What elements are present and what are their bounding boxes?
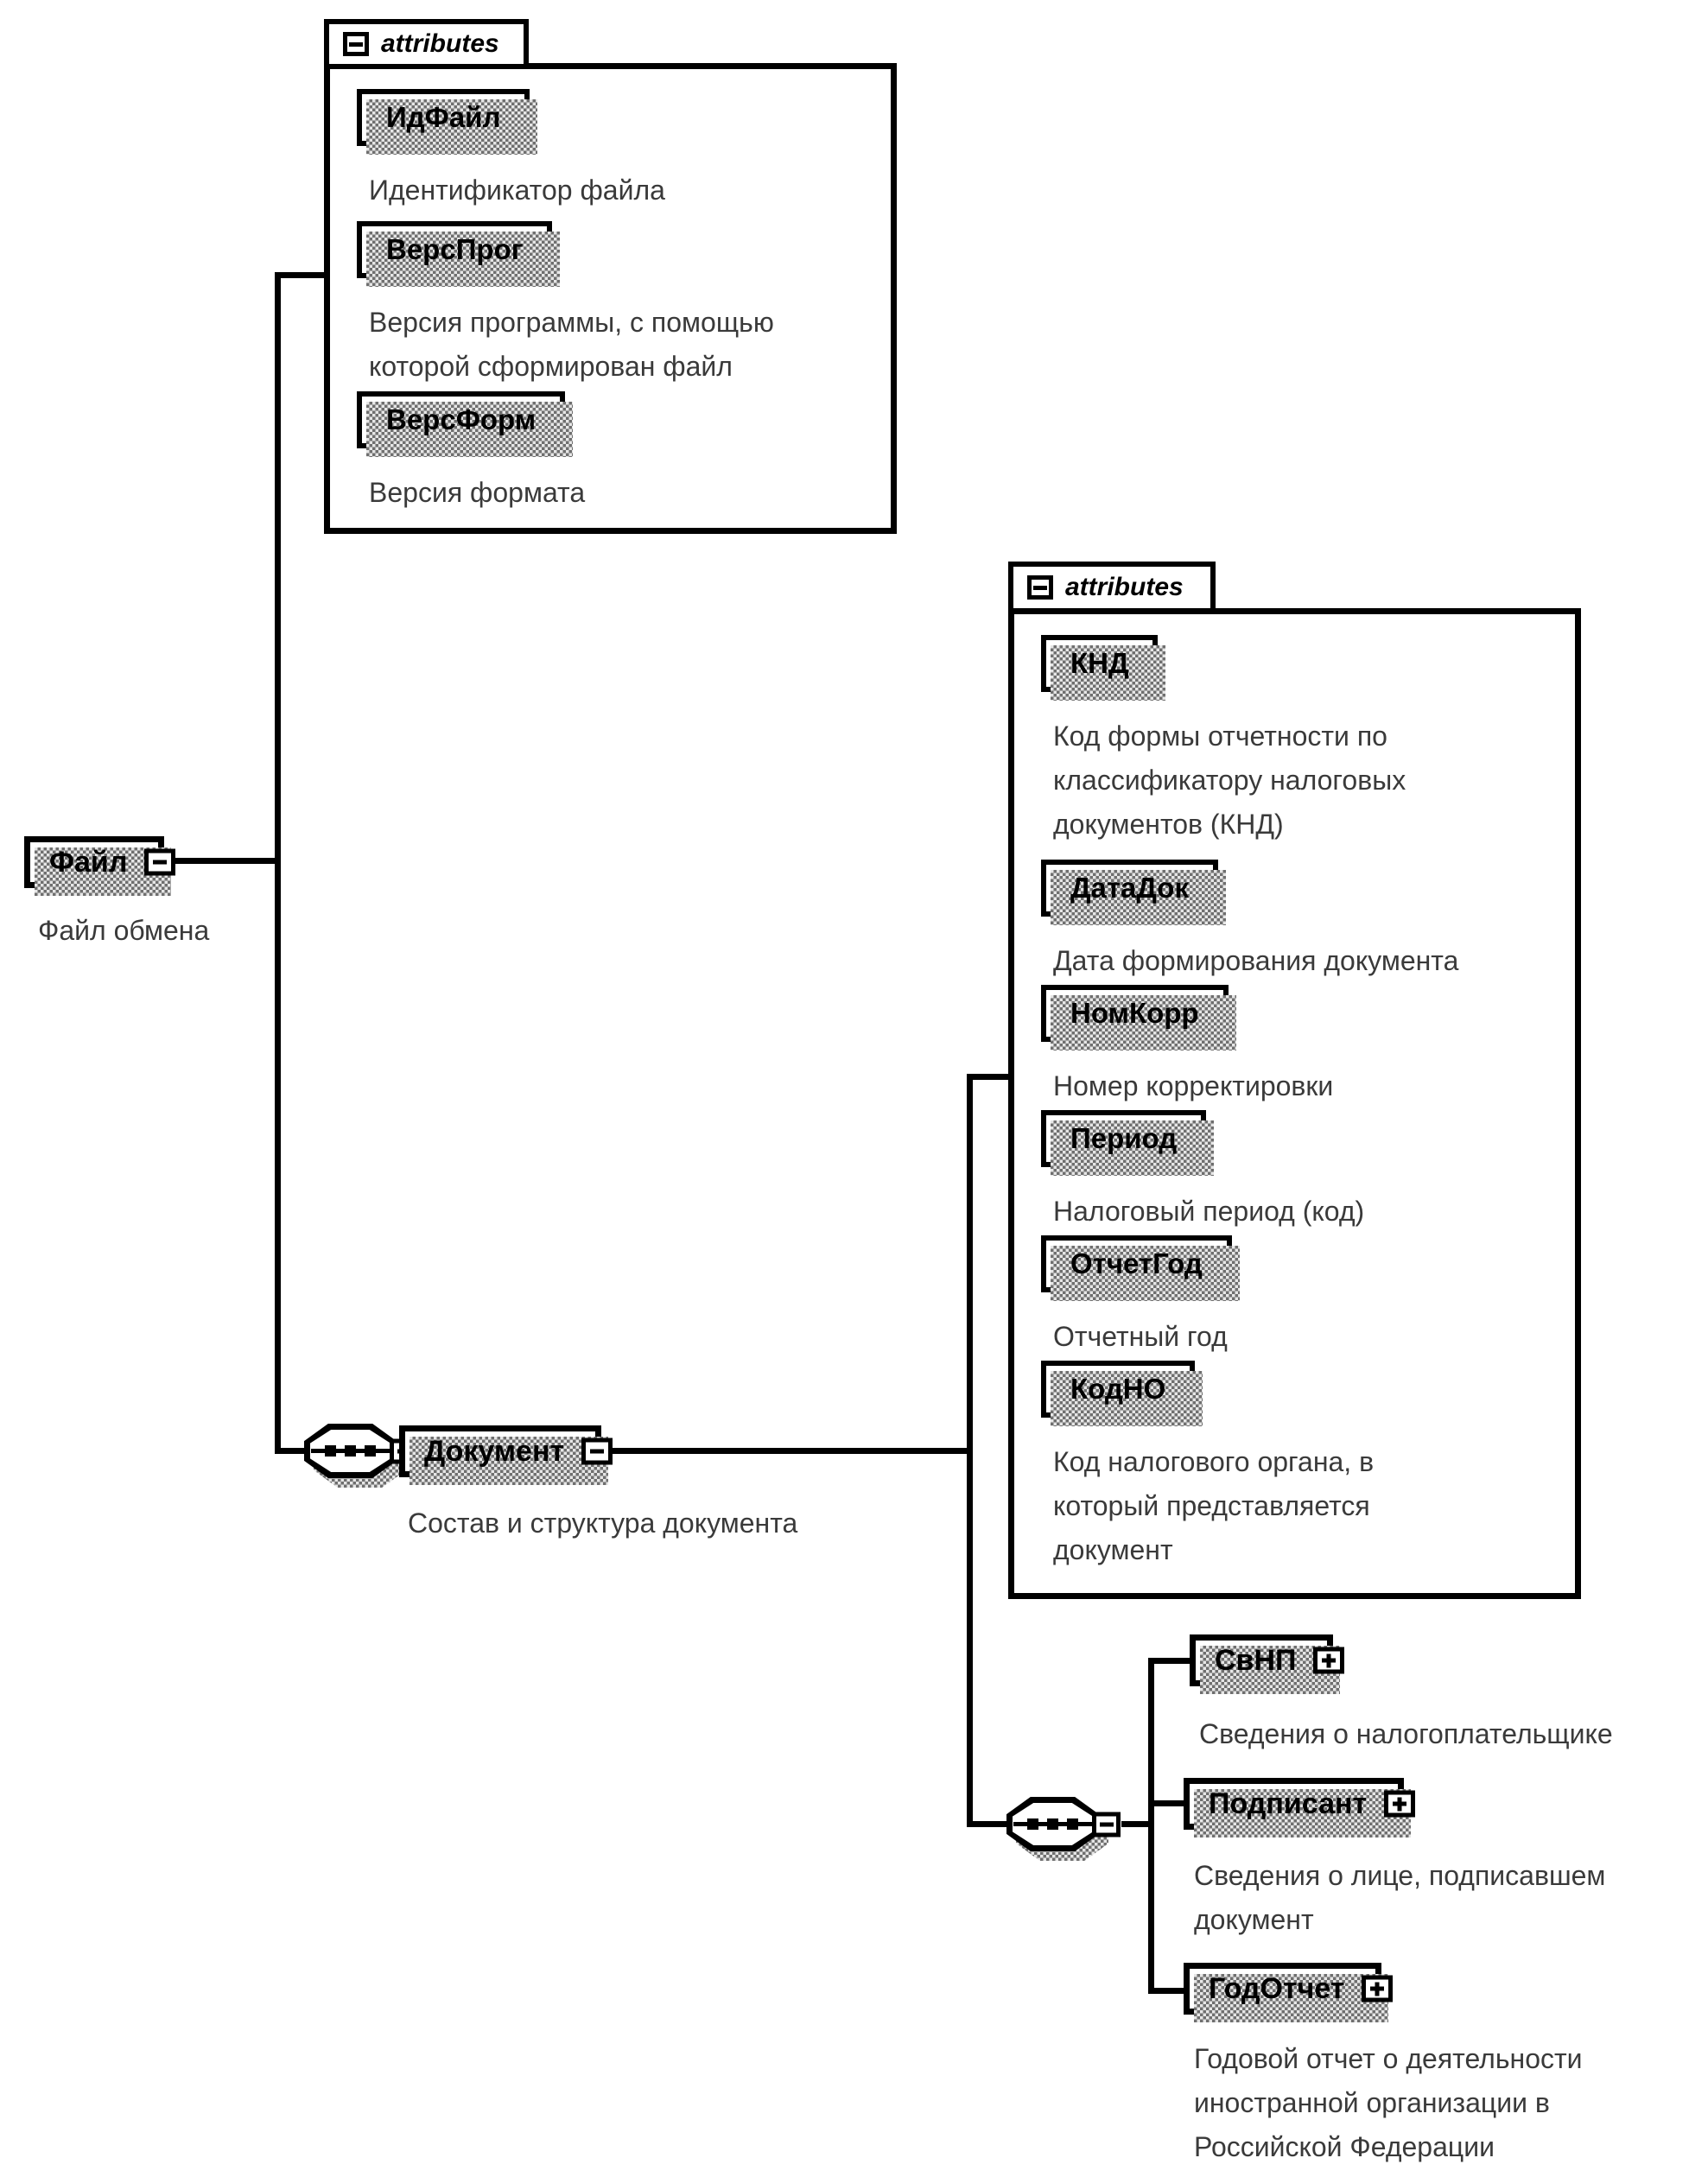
element-podpisant-desc: Сведения о лице, подписавшем документ [1194,1860,1606,1935]
connector-line [1121,1821,1154,1827]
collapse-icon[interactable] [1092,1812,1121,1837]
connector-line [1148,1988,1187,1994]
document-attributes-box [1008,608,1581,1599]
expand-icon[interactable] [1362,1975,1394,2002]
attribute-nomkorr: НомКорр Номер корректировки [1041,985,1333,1108]
element-file[interactable]: Файл [24,836,176,896]
attribute-nomkorr-box[interactable]: НомКорр [1041,985,1236,1050]
expand-icon[interactable] [1384,1790,1416,1818]
attribute-period-box[interactable]: Период [1041,1110,1215,1176]
connector-line [967,1821,1012,1827]
attribute-knd-desc: Код формы отчетности по классификатору н… [1053,720,1406,840]
document-attributes-tab[interactable]: attributes [1008,562,1216,613]
connector-line [1148,1800,1187,1806]
sequence-icon [1006,1797,1099,1851]
attribute-versform: ВерсФорм Версия формата [357,391,585,515]
attribute-otchetgod: ОтчетГод Отчетный год [1041,1235,1240,1359]
connector-line [967,1074,1013,1080]
element-podpisant-label: Подписант [1209,1787,1368,1820]
element-svnp[interactable]: СвНП [1190,1634,1345,1694]
attribute-idfile-box[interactable]: ИдФайл [357,89,538,155]
attributes-tab-label: attributes [1065,573,1184,601]
element-podpisant[interactable]: Подписант [1184,1778,1416,1837]
sequence-compositor[interactable] [304,1424,418,1488]
attribute-kodno: КодНО Код налогового органа, в который п… [1041,1361,1374,1572]
collapse-icon[interactable] [144,848,176,876]
attribute-versprog-box[interactable]: ВерсПрог [357,221,561,287]
element-file-label: Файл [49,845,128,879]
attribute-datadok-desc: Дата формирования документа [1053,945,1459,976]
attribute-versform-box[interactable]: ВерсФорм [357,391,574,457]
attribute-kodno-box[interactable]: КодНО [1041,1361,1203,1426]
element-godotchet[interactable]: ГодОтчет [1184,1963,1394,2022]
attribute-knd-box[interactable]: КНД [1041,635,1167,701]
element-svnp-label: СвНП [1215,1643,1297,1677]
attribute-period-desc: Налоговый период (код) [1053,1196,1365,1227]
connector-line [275,272,328,278]
connector-line [1148,1658,1193,1664]
attribute-kodno-desc: Код налогового органа, в который предста… [1053,1446,1375,1565]
attribute-datadok-box[interactable]: ДатаДок [1041,860,1226,925]
attribute-idfile: ИдФайл Идентификатор файла [357,89,665,213]
sequence-compositor[interactable] [1006,1797,1121,1861]
attribute-nomkorr-desc: Номер корректировки [1053,1070,1334,1101]
expand-icon[interactable] [1313,1647,1345,1674]
connector-line [173,858,281,864]
connector-line [1148,1658,1154,1994]
element-document[interactable]: Документ [399,1425,613,1485]
element-godotchet-label: ГодОтчет [1209,1971,1345,2005]
collapse-icon[interactable] [343,32,369,56]
file-attributes-tab[interactable]: attributes [324,19,529,69]
element-godotchet-desc: Годовой отчет о деятельности иностранной… [1194,2043,1583,2162]
element-file-desc: Файл обмена [38,915,210,946]
collapse-icon[interactable] [581,1438,613,1465]
attribute-versform-desc: Версия формата [369,477,586,508]
attributes-tab-label: attributes [381,29,499,58]
collapse-icon[interactable] [1027,575,1053,600]
sequence-icon [304,1424,397,1478]
connector-line [544,1448,972,1454]
connector-line [275,1448,309,1454]
attribute-datadok: ДатаДок Дата формирования документа [1041,860,1458,983]
attribute-otchetgod-box[interactable]: ОтчетГод [1041,1235,1240,1301]
connector-line [275,272,281,1454]
attribute-versprog-desc: Версия программы, с помощью которой сфор… [369,307,774,382]
attribute-period: Период Налоговый период (код) [1041,1110,1364,1234]
attribute-knd: КНД Код формы отчетности по классификато… [1041,635,1406,847]
element-svnp-desc: Сведения о налогоплательщике [1199,1718,1613,1749]
element-document-desc: Состав и структура документа [408,1507,798,1539]
connector-line [967,1074,973,1827]
element-document-label: Документ [424,1434,565,1468]
attribute-otchetgod-desc: Отчетный год [1053,1321,1228,1352]
attribute-idfile-desc: Идентификатор файла [369,175,665,206]
attribute-versprog: ВерсПрог Версия программы, с помощью кот… [357,221,774,389]
